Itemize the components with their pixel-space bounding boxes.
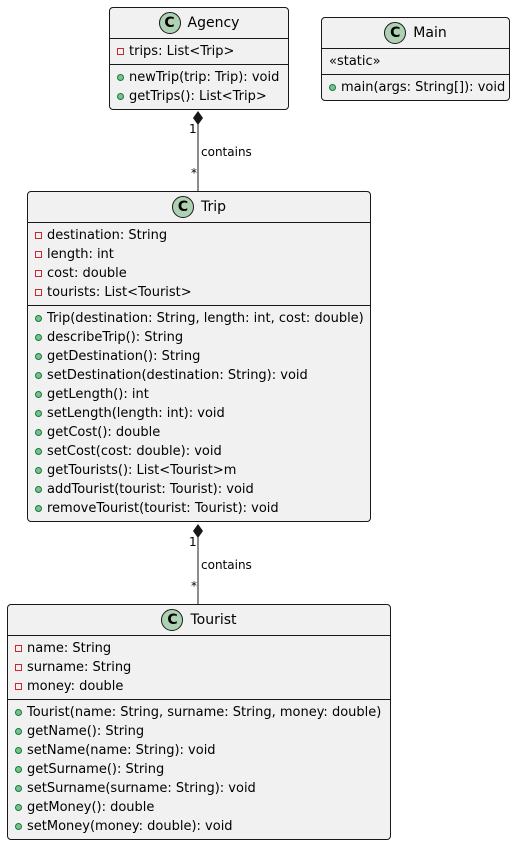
private-visibility-icon: [35, 289, 42, 296]
agency-trip-part-multiplicity: *: [191, 166, 197, 180]
public-visibility-icon: [35, 486, 42, 493]
public-visibility-icon: [117, 74, 124, 81]
method: setName(name: String): void: [8, 741, 390, 760]
field: destination: String: [28, 226, 370, 245]
method: getMoney(): double: [8, 798, 390, 817]
class-main[interactable]: C Main «static» main(args: String[]): vo…: [321, 17, 510, 101]
private-visibility-icon: [35, 251, 42, 258]
class-icon: C: [158, 12, 181, 34]
public-visibility-icon: [15, 709, 22, 716]
class-name: Trip: [200, 199, 227, 215]
private-visibility-icon: [15, 664, 22, 671]
class-icon: C: [161, 609, 184, 631]
class-header: C Tourist: [8, 605, 390, 636]
method: describeTrip(): String: [28, 328, 370, 347]
trip-tourist-part-multiplicity: *: [191, 579, 197, 593]
field: length: int: [28, 245, 370, 264]
methods-section: main(args: String[]): void: [322, 74, 509, 100]
field: tourists: List<Tourist>: [28, 283, 370, 302]
public-visibility-icon: [35, 315, 42, 322]
field: trips: List<Trip>: [110, 42, 288, 61]
method: setCost(cost: double): void: [28, 442, 370, 461]
method: getName(): String: [8, 722, 390, 741]
class-header: C Main: [322, 18, 509, 49]
class-header: C Agency: [110, 8, 288, 39]
private-visibility-icon: [15, 683, 22, 690]
public-visibility-icon: [15, 804, 22, 811]
private-visibility-icon: [15, 645, 22, 652]
public-visibility-icon: [35, 353, 42, 360]
public-visibility-icon: [35, 429, 42, 436]
stereotype-section: «static»: [322, 49, 509, 74]
field: name: String: [8, 639, 390, 658]
fields-section: trips: List<Trip>: [110, 39, 288, 64]
public-visibility-icon: [15, 823, 22, 830]
class-name: Agency: [187, 15, 240, 31]
public-visibility-icon: [35, 505, 42, 512]
field: cost: double: [28, 264, 370, 283]
agency-trip-whole-multiplicity: 1: [189, 122, 197, 136]
method: getTourists(): List<Tourist>m: [28, 461, 370, 480]
class-trip[interactable]: C Trip destination: String length: int c…: [27, 191, 371, 522]
method: setLength(length: int): void: [28, 404, 370, 423]
class-stereotype: «static»: [329, 54, 381, 69]
methods-section: Trip(destination: String, length: int, c…: [28, 305, 370, 521]
method: Tourist(name: String, surname: String, m…: [8, 703, 390, 722]
method: addTourist(tourist: Tourist): void: [28, 480, 370, 499]
method: getDestination(): String: [28, 347, 370, 366]
private-visibility-icon: [35, 232, 42, 239]
public-visibility-icon: [15, 785, 22, 792]
method: getTrips(): List<Trip>: [110, 87, 288, 106]
public-visibility-icon: [35, 467, 42, 474]
class-icon: C: [384, 22, 407, 44]
fields-section: name: String surname: String money: doub…: [8, 636, 390, 699]
trip-tourist-whole-multiplicity: 1: [189, 535, 197, 549]
method: getSurname(): String: [8, 760, 390, 779]
public-visibility-icon: [35, 410, 42, 417]
methods-section: newTrip(trip: Trip): void getTrips(): Li…: [110, 64, 288, 109]
public-visibility-icon: [15, 747, 22, 754]
public-visibility-icon: [15, 728, 22, 735]
method: newTrip(trip: Trip): void: [110, 68, 288, 87]
private-visibility-icon: [117, 48, 124, 55]
public-visibility-icon: [117, 93, 124, 100]
class-agency[interactable]: C Agency trips: List<Trip> newTrip(trip:…: [109, 7, 289, 110]
public-visibility-icon: [329, 84, 336, 91]
method: removeTourist(tourist: Tourist): void: [28, 499, 370, 518]
public-visibility-icon: [15, 766, 22, 773]
class-name: Tourist: [190, 612, 237, 628]
class-name: Main: [413, 25, 447, 41]
trip-composition-diamond: [193, 524, 203, 538]
class-header: C Trip: [28, 192, 370, 223]
public-visibility-icon: [35, 391, 42, 398]
private-visibility-icon: [35, 270, 42, 277]
field: money: double: [8, 677, 390, 696]
method: getLength(): int: [28, 385, 370, 404]
method: setSurname(surname: String): void: [8, 779, 390, 798]
method: getCost(): double: [28, 423, 370, 442]
method: setMoney(money: double): void: [8, 817, 390, 836]
method: Trip(destination: String, length: int, c…: [28, 309, 370, 328]
agency-composition-diamond: [193, 111, 203, 125]
agency-trip-label: contains: [201, 145, 252, 159]
class-icon: C: [171, 196, 194, 218]
method: main(args: String[]): void: [322, 78, 509, 97]
public-visibility-icon: [35, 372, 42, 379]
fields-section: destination: String length: int cost: do…: [28, 223, 370, 305]
field: surname: String: [8, 658, 390, 677]
public-visibility-icon: [35, 334, 42, 341]
public-visibility-icon: [35, 448, 42, 455]
methods-section: Tourist(name: String, surname: String, m…: [8, 699, 390, 839]
method: setDestination(destination: String): voi…: [28, 366, 370, 385]
class-tourist[interactable]: C Tourist name: String surname: String m…: [7, 604, 391, 840]
trip-tourist-label: contains: [201, 558, 252, 572]
